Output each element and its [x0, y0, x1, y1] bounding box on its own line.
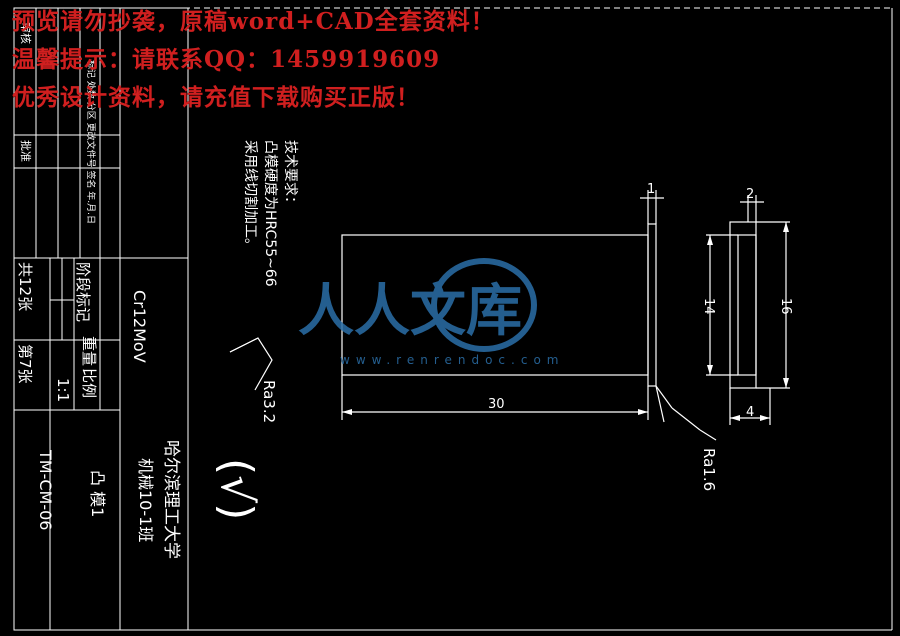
renrendoc-logo: 人人文库 www.renrendoc.com: [298, 258, 564, 367]
dim-top-2: 2: [746, 187, 754, 202]
stage-mark-label: 阶段标记: [74, 262, 92, 322]
tech-req-title: 技术要求：: [282, 140, 298, 210]
weight-scale-label: 重量比例: [80, 336, 98, 398]
sign-row-label: 标记 处数 分区 更改文件号 签名 年.月.日: [85, 60, 97, 224]
roughness-general-label: Ra3.2: [260, 380, 278, 423]
title-block-grid: [13, 7, 189, 631]
dim-arrows-length: [342, 409, 648, 415]
approve-label: 批准: [19, 140, 33, 162]
tech-req-line2: 采用线切割加工。: [242, 140, 259, 252]
roughness-symbol-general: [229, 337, 273, 391]
audit-label: 审核: [19, 22, 33, 44]
logo-url: www.renrendoc.com: [340, 353, 564, 367]
dim-height-14: 14: [701, 298, 716, 315]
dim-bottom-4: 4: [746, 405, 754, 420]
university-name: 哈尔滨理工大学: [161, 440, 181, 559]
punch-side-view: [706, 195, 790, 425]
watermark-line-3: 优秀设计资料，请充值下载购买正版！: [12, 84, 420, 111]
dim-length-30: 30: [488, 397, 505, 412]
dim-height-16: 16: [778, 298, 793, 315]
logo-text: 人人文库: [298, 279, 522, 344]
material-label: Cr12MoV: [130, 290, 149, 363]
dim-arrows-side: [707, 222, 789, 421]
punch-main-view: [341, 190, 717, 441]
tech-req-line1: 凸模硬度为HRC55~66: [262, 140, 278, 287]
part-name: 凸 模1: [88, 470, 107, 517]
drawing-number: TM-CM-06: [36, 449, 55, 530]
scale-value: 1:1: [54, 378, 72, 402]
class-name: 机械10-1班: [136, 458, 155, 542]
roughness-paren-symbol: (√): [211, 458, 262, 520]
total-sheets: 共12张: [16, 262, 34, 311]
watermark-line-1: 预览请勿抄袭，原稿word+CAD全套资料！: [12, 8, 495, 35]
dim-step-1: 1: [647, 182, 655, 197]
watermark-line-2: 温馨提示：请联系QQ：1459919609: [12, 46, 441, 73]
sheet-number: 第7张: [16, 344, 34, 384]
roughness-face-label: Ra1.6: [700, 448, 718, 491]
